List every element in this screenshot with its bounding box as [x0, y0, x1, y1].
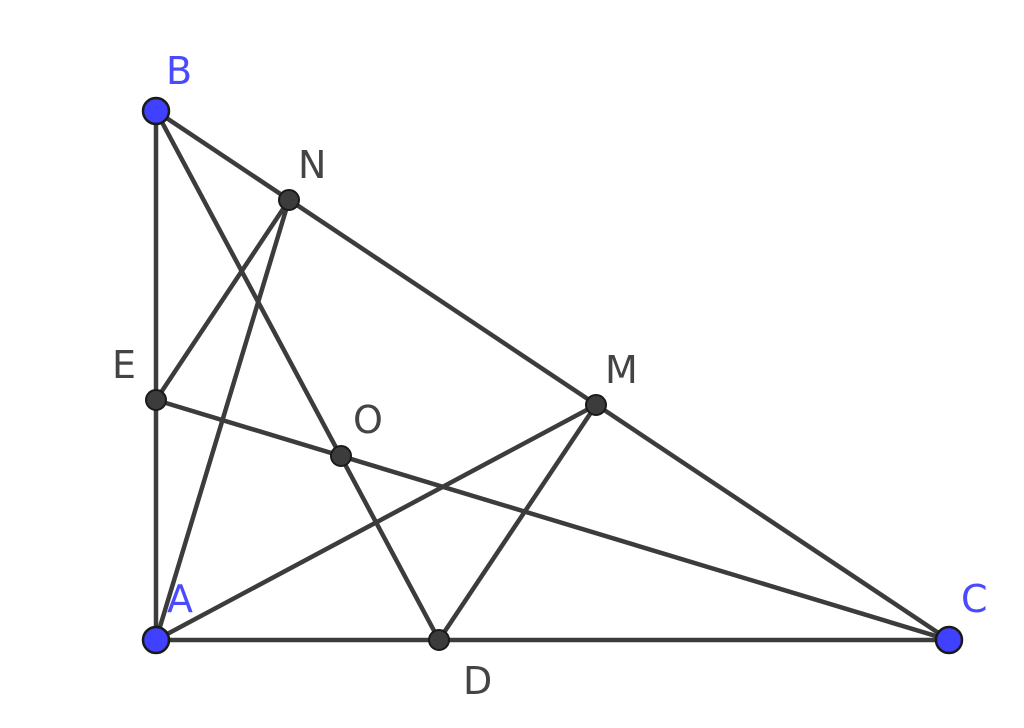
label-m: M — [605, 348, 638, 392]
point-n[interactable] — [278, 189, 300, 211]
label-o: O — [353, 398, 383, 442]
point-e[interactable] — [145, 389, 167, 411]
segment-an — [153, 197, 292, 643]
point-a[interactable] — [141, 625, 171, 655]
labels-layer: A B C D E M N O — [112, 49, 988, 703]
segment-bd — [153, 108, 442, 643]
label-n: N — [298, 143, 326, 187]
segment-am — [153, 402, 599, 643]
segment-bc — [153, 108, 952, 643]
label-a: A — [167, 577, 193, 621]
points-layer — [141, 96, 964, 655]
label-d: D — [463, 659, 492, 703]
label-b: B — [166, 49, 192, 93]
point-b[interactable] — [141, 96, 171, 126]
point-m[interactable] — [585, 394, 607, 416]
segment-en — [153, 197, 292, 403]
point-d[interactable] — [428, 629, 450, 651]
point-c[interactable] — [934, 625, 964, 655]
label-c: C — [961, 577, 988, 621]
label-e: E — [112, 343, 136, 387]
segment-ec — [153, 397, 952, 643]
segment-dm — [436, 402, 599, 643]
point-o[interactable] — [330, 445, 352, 467]
segments-layer — [153, 108, 952, 643]
